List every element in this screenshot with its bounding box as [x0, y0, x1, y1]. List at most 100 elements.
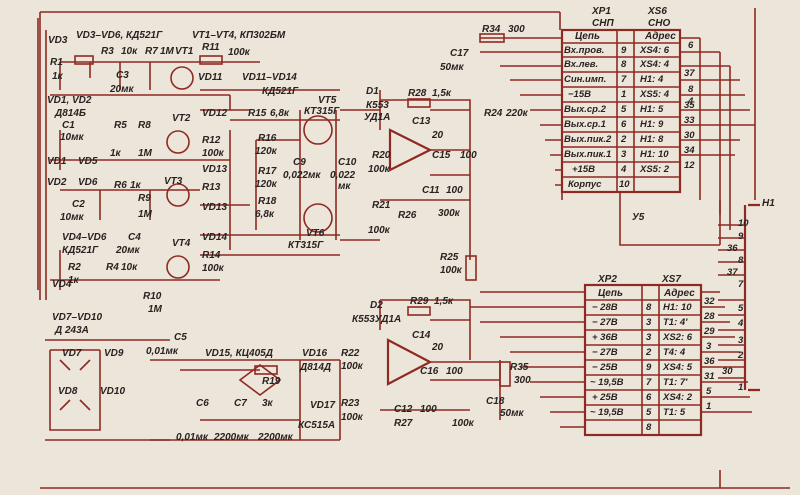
- vt4-symbol: [166, 255, 190, 279]
- label-vd5: VD5: [78, 156, 98, 167]
- xp2-row-pin: 6: [646, 392, 652, 403]
- vt6-symbol: [303, 203, 333, 233]
- xp1-right-fanout: [680, 37, 755, 230]
- label-c5: C5: [174, 332, 187, 343]
- label-xs6: XS6: [648, 6, 667, 17]
- xp2-row-out: 1: [706, 401, 712, 412]
- label-r7: R7: [145, 46, 158, 57]
- label-c12-val: 100: [420, 404, 437, 415]
- label-c4: C4: [128, 232, 141, 243]
- xp2-col-chain: Цепь: [598, 288, 623, 299]
- label-r8-val: 1М: [138, 148, 152, 159]
- bridge-rectifier: [45, 339, 170, 441]
- xp2-row-pin: 3: [646, 317, 652, 328]
- label-h1: H1: [762, 198, 775, 209]
- xp1-row-pin: 5: [621, 104, 627, 115]
- label-vd7-vd10: VD7–VD10: [52, 312, 103, 323]
- xp2-row-out: 32: [704, 296, 715, 307]
- label-k553ud1a: К553УД1А: [352, 314, 402, 325]
- label-c13-val: 20: [432, 130, 444, 141]
- xp2-row-chain: + 36В: [592, 332, 618, 343]
- h1-pin-label: 10: [738, 218, 749, 229]
- label-vd16: VD16: [302, 348, 328, 359]
- label-c13: C13: [412, 116, 431, 127]
- label-vt2: VT2: [172, 113, 191, 124]
- label-vt5: VT5: [318, 95, 337, 106]
- label-r23-val: 100к: [341, 412, 363, 423]
- xp1-row-out: 30: [684, 130, 695, 141]
- xp1-row-addr: XS4: 4: [640, 59, 670, 70]
- r35-body: [499, 361, 511, 387]
- h1-connector-body: [743, 203, 760, 392]
- label-r7-val: 1М: [160, 46, 174, 57]
- label-r2-val: 1к: [68, 275, 79, 286]
- stage2-wires: [50, 189, 340, 290]
- label-r12-val: 100к: [202, 148, 224, 159]
- label-r3-val: 10к: [121, 46, 138, 57]
- label-c14-val: 20: [432, 342, 444, 353]
- label-vt4: VT4: [172, 238, 191, 249]
- label-vt3: VT3: [164, 176, 183, 187]
- label-d1: D1: [366, 86, 379, 97]
- label-c17: C17: [450, 48, 469, 59]
- label-r24: R24: [484, 108, 503, 119]
- xp2-row-addr: XS2: 6: [663, 332, 693, 343]
- label-r21-val: 100к: [368, 225, 390, 236]
- label-vd13-top: VD13: [202, 164, 228, 175]
- label-vd17: VD17: [310, 400, 336, 411]
- label-r4-val: 10к: [121, 262, 138, 273]
- label-r2: R2: [68, 262, 81, 273]
- h1-pin-label: 1: [738, 382, 744, 393]
- label-vt6: VT6: [306, 228, 325, 239]
- label-c12: C12: [394, 404, 413, 415]
- xp2-row-chain: − 28В: [592, 302, 618, 313]
- label-xs6-type: СНО: [648, 18, 671, 29]
- label-c10-unit: мк: [338, 181, 351, 192]
- h1-pin-lines: [718, 224, 745, 379]
- xp2-row-pin: 9: [646, 362, 652, 373]
- xp1-col-addr: Адрес: [645, 31, 676, 42]
- label-c16: C16: [420, 366, 439, 377]
- label-c8-val: 2200мк: [258, 432, 293, 443]
- h1-pin-label: 9: [738, 231, 744, 242]
- label-r34-val: 300: [508, 24, 525, 35]
- label-vd7: VD7: [62, 348, 82, 359]
- label-r25-val: 100к: [440, 265, 462, 276]
- label-c1: C1: [62, 120, 75, 131]
- label-c15: C15: [432, 150, 451, 161]
- label-vd1-vd2: VD1, VD2: [47, 95, 92, 106]
- label-k553: К553: [366, 100, 389, 111]
- stage1-wires: [50, 61, 340, 121]
- label-c10: C10: [338, 157, 357, 168]
- xp1-row-pin: 8: [621, 59, 627, 70]
- xp2-row-pin: 8: [646, 422, 652, 433]
- label-vt1-vt4: VT1–VT4, КП302БМ: [192, 30, 286, 41]
- label-r29-val: 1,5к: [434, 296, 453, 307]
- label-r8: R8: [138, 120, 151, 131]
- label-c14: C14: [412, 330, 431, 341]
- label-vd12: VD12: [202, 108, 228, 119]
- label-c9: C9: [293, 157, 306, 168]
- label-c11: C11: [422, 185, 440, 196]
- label-r26-val: 300к: [438, 208, 460, 219]
- xp2-row-out: 5: [706, 386, 712, 397]
- label-c18: C18: [486, 396, 505, 407]
- xp1-row-pin: 4: [621, 164, 627, 175]
- label-c11-val: 100: [446, 185, 463, 196]
- xp2-row-out: 3: [706, 341, 712, 352]
- label-c4-val: 20мк: [116, 245, 140, 256]
- xp2-row-out: 36: [704, 356, 715, 367]
- h1-pin-label: 2: [738, 350, 744, 361]
- label-c6: C6: [196, 398, 209, 409]
- label-r18-val: 6,8к: [255, 209, 274, 220]
- xp2-row-out: 29: [704, 326, 715, 337]
- xp1-row-pin: 10: [619, 179, 630, 190]
- xp2-row-addr: T1: 5: [663, 407, 686, 418]
- vt1-symbol: [170, 66, 194, 90]
- label-ks515a: КС515А: [298, 420, 336, 431]
- left-rail-wire: [37, 18, 47, 300]
- label-r6-val: 1к: [130, 180, 141, 191]
- label-xp1-type: СНП: [592, 18, 614, 29]
- xp1-row-addr: XS5: 4: [640, 89, 670, 100]
- xp1-row-chain: Корпус: [568, 179, 602, 190]
